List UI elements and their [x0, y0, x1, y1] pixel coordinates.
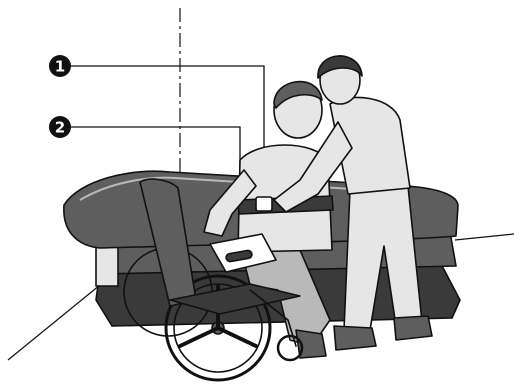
callout-2-number: 2 — [55, 119, 65, 137]
left-extension-line — [8, 285, 100, 360]
gait-belt-buckle — [256, 197, 272, 211]
right-extension-line — [455, 234, 514, 240]
callout-1-number: 1 — [55, 58, 65, 76]
caregiver-shoe-left — [334, 326, 376, 350]
caregiver-shoe-right — [394, 316, 432, 340]
